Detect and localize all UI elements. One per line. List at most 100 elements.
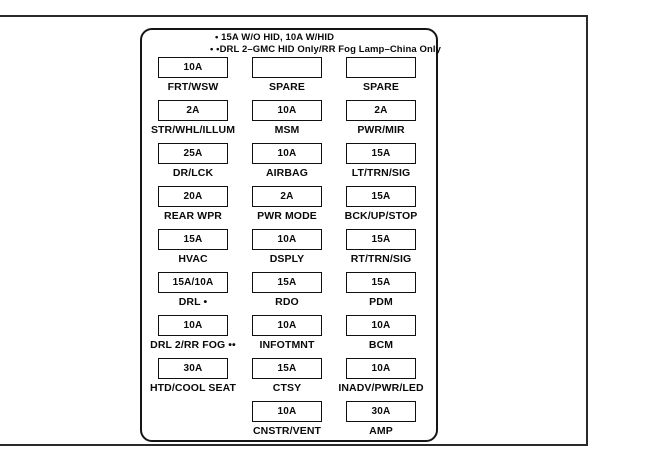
fuse-cell: 2A PWR MODE (252, 186, 322, 229)
fuse-box: 15A (346, 272, 416, 293)
fuse-box: 2A (346, 100, 416, 121)
empty-cell (158, 401, 228, 444)
fuse-cell: 10A FRT/WSW (158, 57, 228, 100)
fuse-amp-rating: 2A (280, 191, 294, 202)
fuse-box: 10A (346, 315, 416, 336)
fuse-cell: 10A INADV/PWR/LED (338, 358, 424, 401)
fuse-cell: 2A STR/WHL/ILLUM (151, 100, 235, 143)
fuse-box: 10A (252, 143, 322, 164)
fuse-amp-rating: 30A (371, 406, 391, 417)
fuse-amp-rating: 15A/10A (172, 277, 214, 288)
fuse-amp-rating: 10A (183, 320, 203, 331)
fuse-label: RDO (275, 296, 299, 308)
fuse-label: INADV/PWR/LED (338, 382, 424, 394)
fuse-box: 15A (346, 229, 416, 250)
fuse-box: 10A (252, 229, 322, 250)
fuse-cell: 2A PWR/MIR (346, 100, 416, 143)
fuse-amp-rating: 15A (371, 148, 391, 159)
fuse-amp-rating: 10A (277, 406, 297, 417)
fuse-grid: 10A FRT/WSW SPARE SPARE 2A STR/WHL/ILLUM 10A MS… (150, 57, 424, 444)
fuse-label: MSM (274, 124, 300, 136)
fuse-box: 15A (346, 186, 416, 207)
fuse-amp-rating: 2A (186, 105, 200, 116)
fuse-box: 10A (346, 358, 416, 379)
fuse-label: DRL • (178, 296, 208, 308)
fuse-box: 10A (252, 315, 322, 336)
footnotes: • 15A W/O HID, 10A W/HID • •DRL 2–GMC HI… (210, 32, 441, 56)
fuse-label: PDM (369, 296, 393, 308)
fuse-box: 10A (158, 315, 228, 336)
fuse-cell: 10A DSPLY (252, 229, 322, 272)
fuse-amp-rating: 10A (183, 62, 203, 73)
fuse-label: BCM (368, 339, 394, 351)
fuse-cell: 15A LT/TRN/SIG (346, 143, 416, 186)
fuse-label: HVAC (178, 253, 208, 265)
fuse-box: 2A (158, 100, 228, 121)
fuse-amp-rating: 30A (183, 363, 203, 374)
fuse-box: 10A (252, 100, 322, 121)
footnote-line-2: • •DRL 2–GMC HID Only/RR Fog Lamp–China … (210, 44, 441, 55)
fuse-cell: 15A RT/TRN/SIG (346, 229, 416, 272)
fuse-cell: SPARE (252, 57, 322, 100)
fuse-cell: 30A HTD/COOL SEAT (150, 358, 236, 401)
fuse-box: 15A (252, 358, 322, 379)
fuse-box: 20A (158, 186, 228, 207)
fuse-cell: 10A AIRBAG (252, 143, 322, 186)
fuse-label: AMP (369, 425, 393, 437)
fuse-box (346, 57, 416, 78)
fuse-amp-rating: 10A (277, 320, 297, 331)
fuse-cell: 15A/10A DRL • (158, 272, 228, 315)
fuse-panel: • 15A W/O HID, 10A W/HID • •DRL 2–GMC HI… (140, 28, 441, 444)
fuse-cell: 30A AMP (346, 401, 416, 444)
fuse-box: 15A (346, 143, 416, 164)
fuse-label: DRL 2/RR FOG •• (150, 339, 236, 351)
fuse-box: 30A (158, 358, 228, 379)
fuse-cell: 10A INFOTMNT (252, 315, 322, 358)
fuse-box: 15A/10A (158, 272, 228, 293)
fuse-label: CNSTR/VENT (252, 425, 322, 437)
fuse-label: AIRBAG (265, 167, 308, 179)
fuse-label: FRT/WSW (167, 81, 219, 93)
fuse-box: 15A (252, 272, 322, 293)
fuse-amp-rating: 10A (277, 234, 297, 245)
fuse-amp-rating: 15A (183, 234, 203, 245)
fuse-amp-rating: 15A (277, 277, 297, 288)
footnote-line-1: • 15A W/O HID, 10A W/HID (215, 32, 335, 43)
fuse-cell: 15A RDO (252, 272, 322, 315)
fuse-box: 10A (158, 57, 228, 78)
fuse-amp-rating: 15A (371, 191, 391, 202)
outer-border (0, 15, 588, 446)
fuse-amp-rating: 15A (277, 363, 297, 374)
fuse-amp-rating: 10A (277, 105, 297, 116)
fuse-box (252, 57, 322, 78)
fuse-amp-rating: 15A (371, 277, 391, 288)
fuse-label: STR/WHL/ILLUM (150, 124, 236, 136)
fuse-label: RT/TRN/SIG (350, 253, 412, 265)
fuse-cell: 10A CNSTR/VENT (252, 401, 322, 444)
fuse-amp-rating: 20A (183, 191, 203, 202)
fuse-cell: 15A HVAC (158, 229, 228, 272)
fuse-box: 25A (158, 143, 228, 164)
fuse-amp-rating: 2A (374, 105, 388, 116)
fuse-label: LT/TRN/SIG (351, 167, 411, 179)
fuse-cell: SPARE (346, 57, 416, 100)
fuse-cell: 15A BCK/UP/STOP (344, 186, 418, 229)
fuse-label: INFOTMNT (259, 339, 315, 351)
fuse-label: PWR/MIR (357, 124, 405, 136)
fuse-amp-rating: 10A (371, 363, 391, 374)
fuse-label: PWR MODE (257, 210, 317, 222)
fuse-amp-rating: 10A (277, 148, 297, 159)
fuse-box: 30A (346, 401, 416, 422)
fuse-cell: 10A MSM (252, 100, 322, 143)
fuse-label: BCK/UP/STOP (344, 210, 418, 222)
fuse-box: 15A (158, 229, 228, 250)
fuse-box: 2A (252, 186, 322, 207)
fuse-amp-rating: 10A (371, 320, 391, 331)
fuse-cell: 10A BCM (346, 315, 416, 358)
fuse-label: DSPLY (269, 253, 305, 265)
fuse-label: HTD/COOL SEAT (149, 382, 237, 394)
